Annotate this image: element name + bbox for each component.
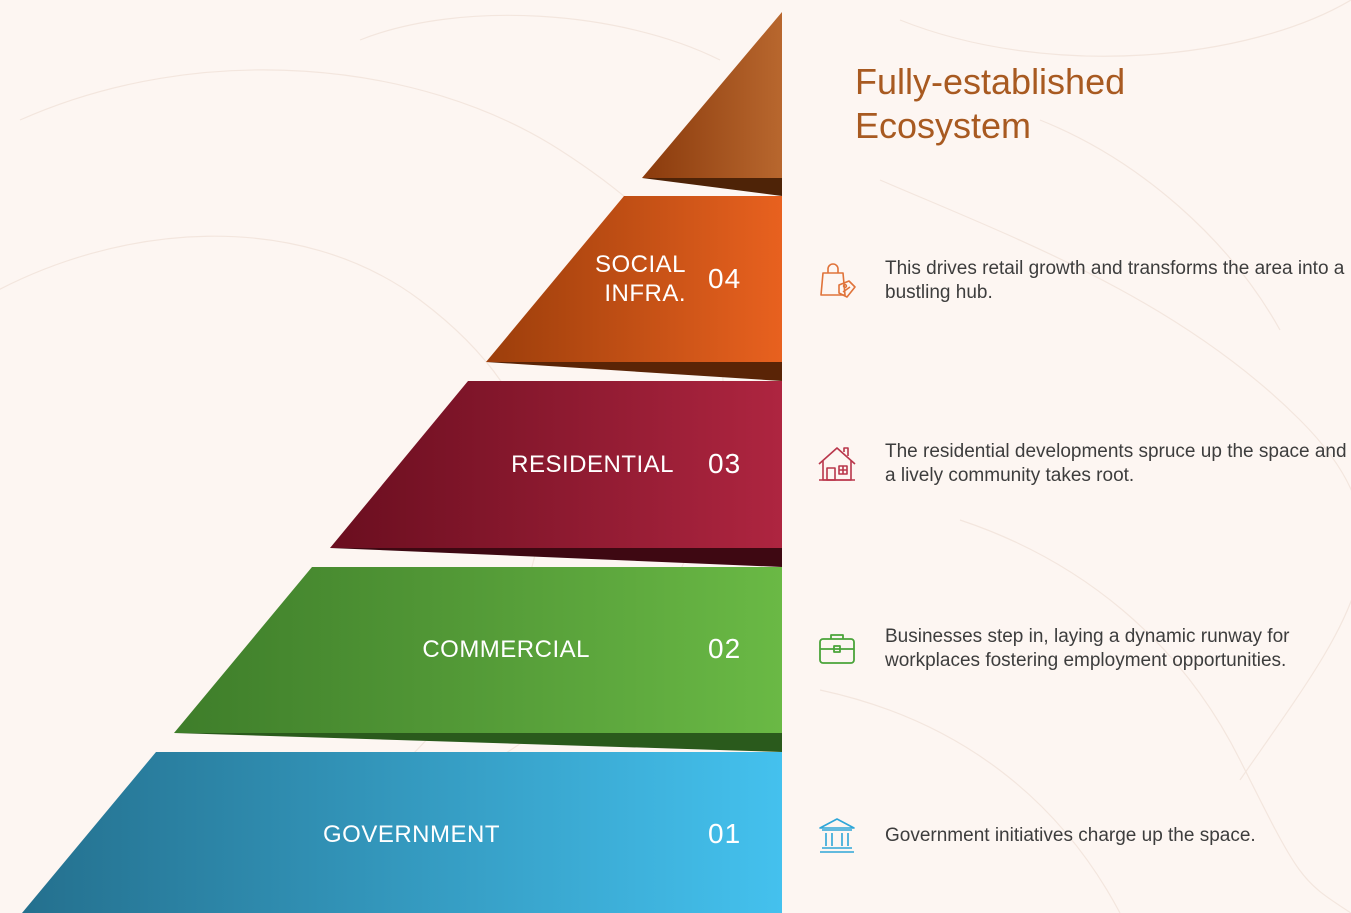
fold-apex — [642, 178, 782, 196]
government-building-icon — [819, 818, 855, 853]
tier-social-infra-label-line1: SOCIAL — [594, 251, 686, 278]
description-row-residential: The residential developments spruce up t… — [815, 440, 1351, 488]
tier-government-shape — [22, 752, 782, 913]
description-row-government: Government initiatives charge up the spa… — [815, 814, 1351, 858]
tier-commercial-number: 02 — [708, 633, 742, 664]
fold-commercial — [174, 733, 782, 752]
tier-residential-label: RESIDENTIAL — [511, 451, 674, 478]
tier-government-number: 01 — [708, 818, 742, 849]
briefcase-icon — [819, 634, 855, 664]
tier-social-infra-shape — [486, 196, 782, 362]
description-government: Government initiatives charge up the spa… — [885, 825, 1256, 846]
tier-commercial-shape — [174, 567, 782, 733]
fold-social-infra — [486, 362, 782, 381]
house-icon — [818, 447, 856, 481]
tier-social-infra-label: SOCIAL INFRA. — [560, 250, 686, 308]
fold-residential — [330, 548, 782, 567]
shopping-bag-icon — [820, 263, 856, 298]
tier-residential-shape — [330, 381, 782, 548]
tier-apex-shape — [642, 12, 782, 178]
page-title: Fully-established Ecosystem — [855, 61, 1126, 146]
tier-commercial-label: COMMERCIAL — [422, 636, 590, 663]
tier-social-infra-label-line2: INFRA. — [604, 280, 686, 307]
description-residential: The residential developments spruce up t… — [885, 441, 1347, 486]
description-commercial: Businesses step in, laying a dynamic run… — [885, 626, 1290, 671]
description-row-commercial: Businesses step in, laying a dynamic run… — [815, 625, 1351, 673]
tier-residential-number: 03 — [708, 448, 742, 479]
description-row-social-infra: This drives retail growth and transforms… — [815, 257, 1351, 305]
tier-government-label: GOVERNMENT — [322, 821, 500, 848]
description-social-infra: This drives retail growth and transforms… — [885, 258, 1345, 303]
tier-social-infra-number: 04 — [708, 263, 742, 294]
